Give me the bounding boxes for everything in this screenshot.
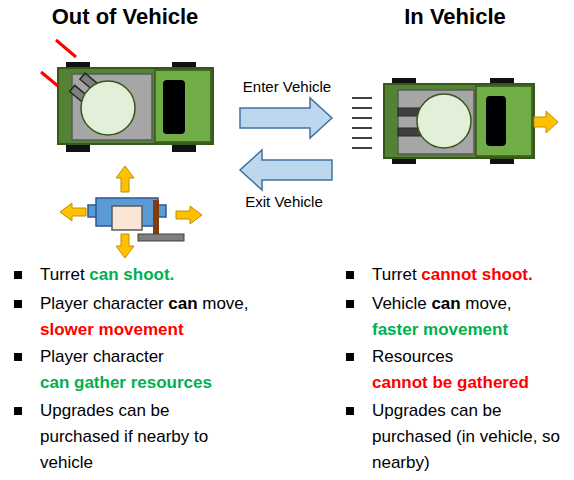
left-vehicle: [41, 40, 213, 152]
bullet-text: Player character: [40, 294, 164, 313]
bullet-text: can: [431, 294, 460, 313]
bullet-text: Turret: [372, 265, 417, 284]
bullet-square: [346, 407, 354, 415]
bullet-text: Turret: [40, 265, 85, 284]
bullet-text: can gather resources: [40, 370, 290, 396]
bullet-text: Player character: [40, 347, 164, 366]
bullet-square: [346, 353, 354, 361]
bullet-item: Resources cannot be gathered: [372, 344, 567, 396]
bullet-text: cannot shoot.: [421, 265, 532, 284]
bullet-item: Turretcan shoot.: [40, 262, 290, 288]
bullet-text: cannot be gathered: [372, 370, 567, 396]
bullet-text: Vehicle: [372, 294, 427, 313]
bullet-item: Upgrades can be purchased (in vehicle, s…: [372, 398, 562, 476]
bullet-item: Upgrades can be purchased if nearby to v…: [40, 398, 230, 476]
arrow-label: Exit Vehicle: [245, 193, 323, 210]
bullet-text: can: [168, 294, 197, 313]
enter-arrow: [240, 98, 332, 138]
bullet-item: Turretcannot shoot.: [372, 262, 567, 288]
bullet-square: [346, 271, 354, 279]
bullet-item: Player charactercan move, slower movement: [40, 291, 290, 343]
bullet-text: move,: [465, 294, 511, 313]
bullet-text: move,: [202, 294, 248, 313]
bullet-square: [14, 407, 22, 415]
exit-arrow: [240, 150, 332, 190]
bullet-text: Resources: [372, 347, 453, 366]
bullet-item: Vehiclecan move, faster movement: [372, 291, 567, 343]
bullet-square: [14, 353, 22, 361]
bullet-text: can shoot.: [89, 265, 174, 284]
bullet-item: Player character can gather resources: [40, 344, 290, 396]
bullet-text: faster movement: [372, 317, 567, 343]
right-vehicle: [352, 78, 558, 164]
panel-heading: In Vehicle: [404, 4, 506, 30]
bullet-text: Upgrades can be purchased if nearby to v…: [40, 401, 208, 472]
player-character: [60, 166, 202, 258]
bullet-square: [346, 300, 354, 308]
bullet-text: Upgrades can be purchased (in vehicle, s…: [372, 401, 560, 472]
arrow-label: Enter Vehicle: [243, 78, 331, 95]
bullet-square: [14, 271, 22, 279]
bullet-text: slower movement: [40, 317, 290, 343]
bullet-square: [14, 300, 22, 308]
panel-heading: Out of Vehicle: [52, 4, 199, 30]
